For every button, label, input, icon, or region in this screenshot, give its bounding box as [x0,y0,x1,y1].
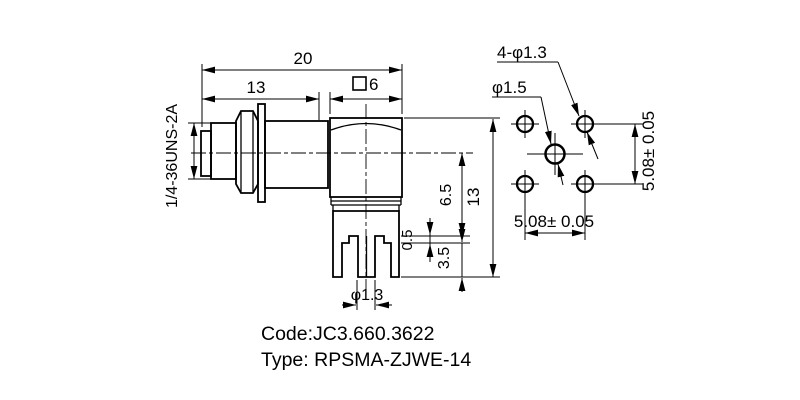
dim-pin-diameter: φ1.3 [342,280,392,310]
dim-pitch-vertical: 5.08± 0.05 [596,111,658,191]
hole-pattern-view: 4-φ1.3 φ1.5 5.08± 0.05 5.08± 0.05 [492,43,658,240]
dim-body-square: 6 [329,75,402,114]
dim-overall-height: 13 [401,117,500,278]
connector-outline [200,103,403,278]
square-symbol [352,76,367,91]
mount-base-and-pins [332,210,400,278]
pitch-vertical-label: 5.08± 0.05 [639,111,658,191]
pitch-horizontal-label: 5.08± 0.05 [514,212,594,231]
dim-label-13-top: 13 [247,78,266,97]
callout-center-hole: φ1.5 [492,78,565,186]
dim-thread-spec: 1/4-36UNS-2A [164,104,214,208]
dim-label-0-5: 0.5 [399,230,416,251]
dim-standoff: 3.5 [436,229,466,292]
front-cylinder [200,130,212,177]
hex-nut [235,110,259,194]
dim-label-6-5: 6.5 [438,184,455,206]
dim-axis-to-base: 6.5 [401,153,470,237]
part-type: Type: RPSMA-ZJWE-14 [261,349,471,371]
center-hole-label: φ1.5 [492,78,527,97]
dim-overall-length: 20 [201,49,403,127]
callout-mount-holes: 4-φ1.3 [497,43,599,160]
hole-crosshairs [511,110,599,198]
dim-label-13-right: 13 [464,188,483,207]
dim-label-pin-dia: φ1.3 [351,287,384,304]
dim-label-20: 20 [294,49,313,68]
part-code: Code:JC3.660.3622 [261,323,434,345]
thread-main [264,120,329,189]
dim-thread-length: 13 [202,78,320,120]
mount-holes-label: 4-φ1.3 [497,43,547,62]
thread-spec-label: 1/4-36UNS-2A [164,104,181,208]
thread-front [210,122,237,180]
dim-step: 0.5 [399,218,470,262]
dim-label-3-5: 3.5 [436,247,453,269]
dim-label-square-6: 6 [369,75,378,94]
side-view: 20 13 6 1/4-36UNS-2A [164,49,500,310]
footer: Code:JC3.660.3622 Type: RPSMA-ZJWE-14 [261,323,471,371]
dim-pitch-horizontal: 5.08± 0.05 [514,194,594,240]
